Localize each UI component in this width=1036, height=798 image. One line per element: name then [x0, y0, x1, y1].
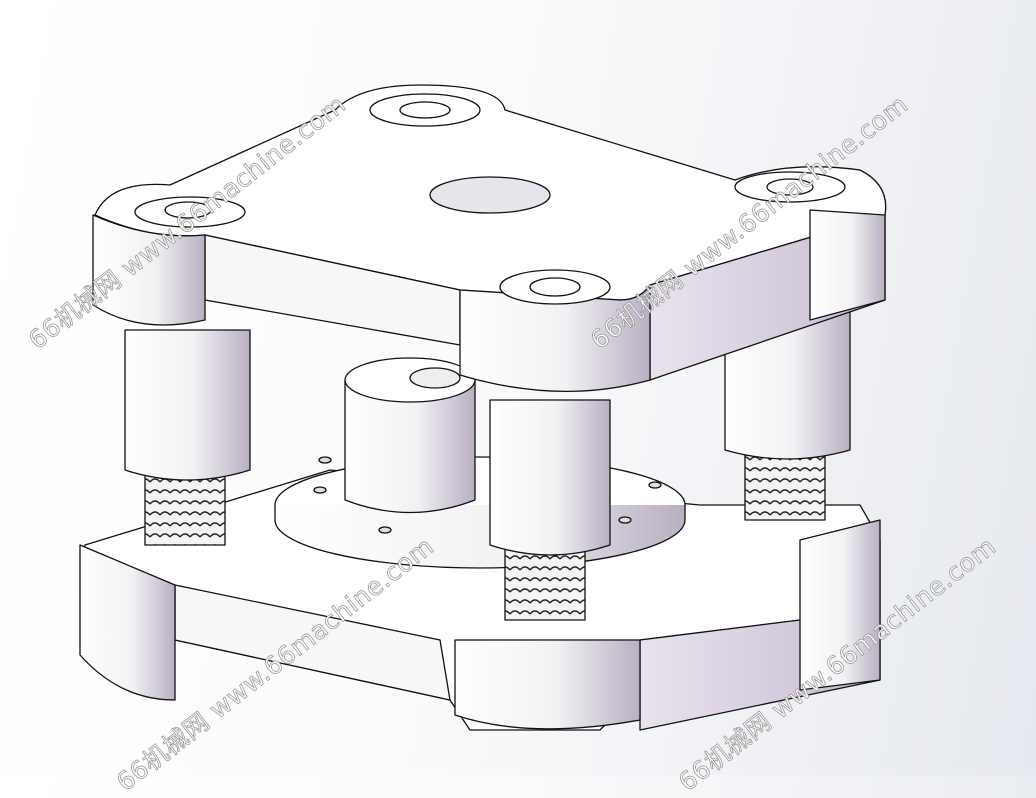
center-punch-assembly — [274, 357, 686, 569]
spring-left — [144, 474, 226, 546]
cad-die-set-model — [79, 84, 887, 731]
guide-post-front — [489, 399, 611, 556]
bottom-die-plate — [79, 469, 881, 731]
guide-post-right — [724, 309, 851, 460]
top-die-plate — [92, 84, 887, 392]
spring-right — [744, 454, 826, 521]
center-hole — [429, 176, 551, 214]
spring-front — [504, 544, 586, 621]
guide-post-left — [124, 329, 251, 481]
